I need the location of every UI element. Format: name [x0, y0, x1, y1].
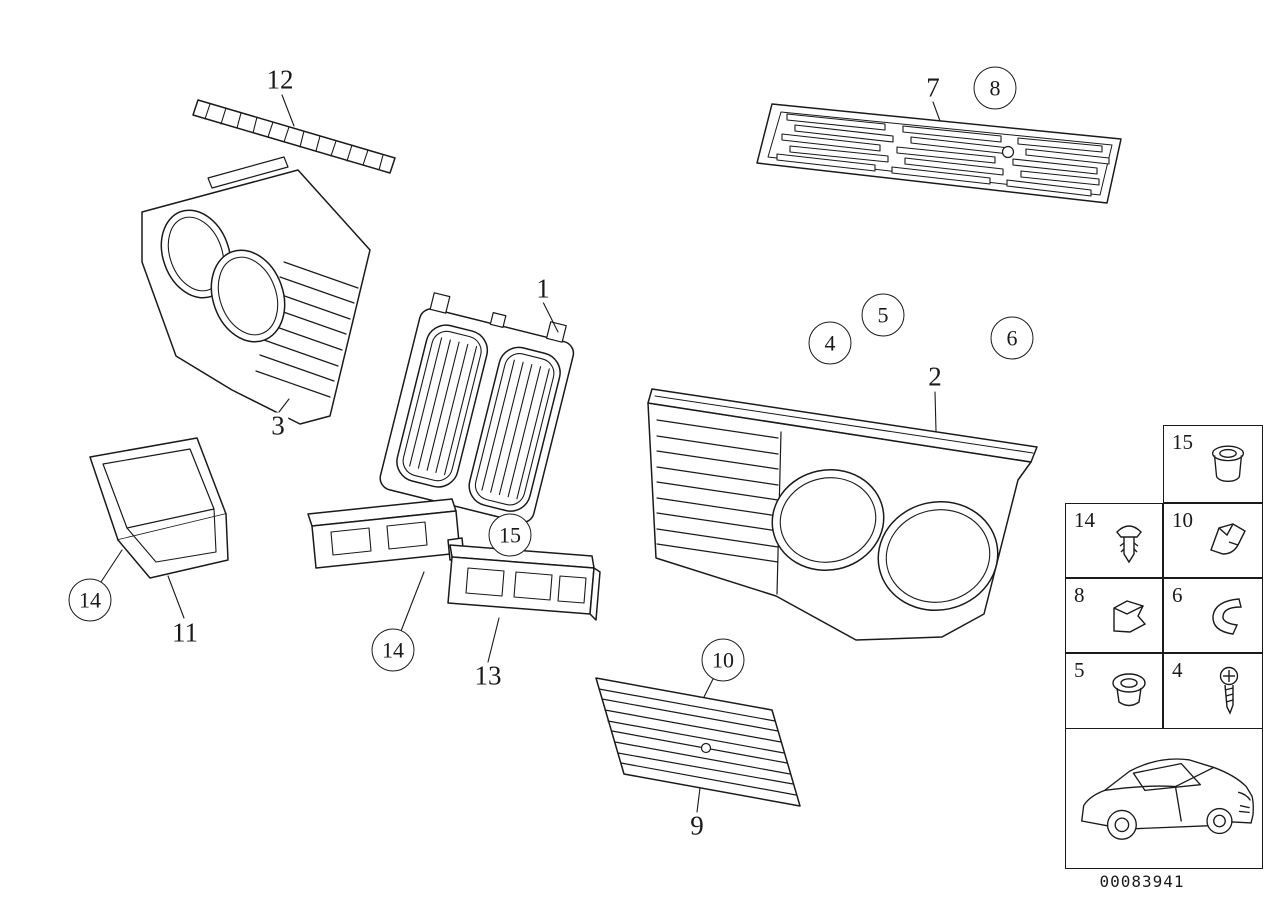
- legend-cell-15[interactable]: 15: [1163, 425, 1263, 503]
- part-1-kidney-grille[interactable]: [378, 291, 580, 525]
- legend-cell-8[interactable]: 8: [1065, 578, 1163, 653]
- grommet-icon: [1112, 673, 1146, 707]
- grommet-icon: [1211, 445, 1245, 482]
- callout-12[interactable]: 12: [263, 66, 297, 94]
- callout-4[interactable]: 4: [808, 321, 852, 365]
- part-2-headlight-grille-right[interactable]: [647, 388, 1038, 641]
- screw-icon: [1219, 666, 1239, 715]
- legend-part-number: 8: [1074, 583, 1085, 607]
- part-13-lower-grille-strip[interactable]: [307, 498, 601, 621]
- callout-6[interactable]: 6: [990, 316, 1034, 360]
- legend-part-number: 15: [1172, 430, 1193, 454]
- sheet-clip-icon: [1210, 522, 1246, 555]
- legend-cell-6[interactable]: 6: [1163, 578, 1263, 653]
- legend-part-number: 14: [1074, 508, 1095, 532]
- part-7-hood-grille[interactable]: [756, 103, 1122, 204]
- clamp-icon: [1113, 599, 1147, 633]
- callout-8[interactable]: 8: [973, 66, 1017, 110]
- callout-15[interactable]: 15: [488, 513, 532, 557]
- legend-table: 15 14 10 8: [1065, 425, 1263, 729]
- part-12-trim-strip[interactable]: [192, 99, 396, 174]
- part-9-side-grille[interactable]: [595, 677, 801, 807]
- legend-part-number: 5: [1074, 658, 1085, 682]
- car-silhouette-icon: [1081, 757, 1254, 840]
- callout-11[interactable]: 11: [169, 619, 201, 647]
- callout-9[interactable]: 9: [687, 812, 707, 840]
- legend-cell-10[interactable]: 10: [1163, 503, 1263, 578]
- callout-14-duct[interactable]: 14: [68, 578, 112, 622]
- expansion-rivet-icon: [1116, 524, 1142, 563]
- legend-cell-4[interactable]: 4: [1163, 653, 1263, 729]
- vehicle-thumbnail: [1065, 728, 1263, 869]
- drawing-number: 00083941: [1099, 872, 1185, 891]
- leader-lines: [100, 94, 941, 813]
- callout-10[interactable]: 10: [701, 638, 745, 682]
- part-3-headlight-grille-left[interactable]: [141, 156, 371, 425]
- callout-14-strip[interactable]: 14: [371, 628, 415, 672]
- callout-7[interactable]: 7: [923, 74, 943, 102]
- legend-part-number: 10: [1172, 508, 1193, 532]
- spring-clip-icon: [1212, 597, 1242, 635]
- callout-1[interactable]: 1: [533, 275, 553, 303]
- legend-cell-5[interactable]: 5: [1065, 653, 1163, 729]
- part-11-air-duct[interactable]: [89, 437, 229, 579]
- callout-13[interactable]: 13: [471, 662, 505, 690]
- callout-5[interactable]: 5: [861, 293, 905, 337]
- callout-2[interactable]: 2: [925, 363, 945, 391]
- legend-cell-14[interactable]: 14: [1065, 503, 1163, 578]
- legend-part-number: 6: [1172, 583, 1183, 607]
- legend-part-number: 4: [1172, 658, 1183, 682]
- callout-3[interactable]: 3: [268, 412, 288, 440]
